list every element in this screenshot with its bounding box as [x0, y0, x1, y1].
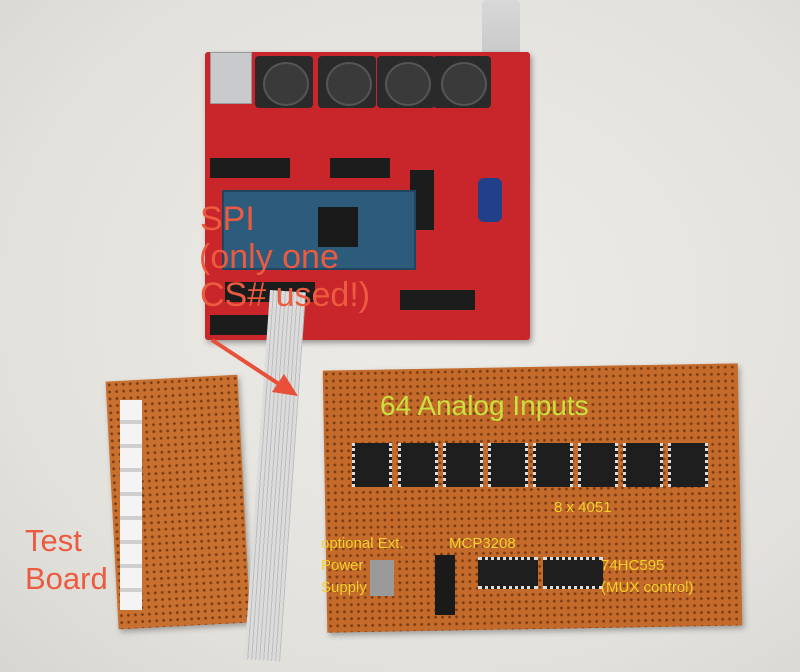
mcu-chip: [318, 207, 358, 247]
midi-port: [433, 56, 491, 108]
mux-chip: [352, 443, 392, 487]
spi-label-line1: SPI: [200, 200, 255, 238]
adc-label: MCP3208: [449, 535, 516, 552]
mux-chips-label: 8 x 4051: [554, 499, 612, 516]
shift-register-label-line2: (MUX control): [601, 579, 694, 596]
spi-label-line3: CS# used!): [200, 276, 371, 314]
midi-port: [318, 56, 376, 108]
adc-chip: [478, 557, 538, 589]
analog-inputs-label: 64 Analog Inputs: [380, 390, 589, 421]
pin-header: [400, 290, 475, 310]
test-board-label-line2: Board: [25, 561, 108, 596]
capacitor: [478, 178, 502, 222]
voltage-regulator: [370, 560, 394, 596]
power-label-line2: Power: [321, 557, 364, 574]
mux-chip: [578, 443, 618, 487]
power-label-line1: optional Ext.: [321, 535, 404, 552]
ribbon-connector: [435, 555, 455, 615]
test-board-label-line1: Test: [25, 523, 82, 558]
shift-register-label: 74HC595 (MUX control): [601, 555, 694, 599]
mux-chip: [488, 443, 528, 487]
mux-chip: [398, 443, 438, 487]
test-board-label: Test Board: [25, 522, 108, 598]
pin-header: [330, 158, 390, 178]
spi-label: SPI (only one CS# used!): [199, 200, 371, 314]
shift-register-chip: [543, 557, 603, 589]
mux-chip: [623, 443, 663, 487]
mux-chip: [443, 443, 483, 487]
midi-port: [255, 56, 313, 108]
arrow-head: [272, 374, 298, 396]
mux-chip: [533, 443, 573, 487]
pin-header: [210, 158, 290, 178]
power-label-line3: Supply: [321, 579, 367, 596]
power-label: optional Ext. Power Supply: [321, 533, 404, 599]
shift-register-label-line1: 74HC595: [601, 557, 665, 574]
spi-label-line2: (only one: [199, 238, 339, 276]
connector-strip: [120, 400, 142, 610]
ethernet-jack: [210, 52, 252, 104]
mux-chip: [668, 443, 708, 487]
midi-port: [377, 56, 435, 108]
arrow-line: [210, 338, 284, 388]
pin-header: [210, 315, 270, 335]
